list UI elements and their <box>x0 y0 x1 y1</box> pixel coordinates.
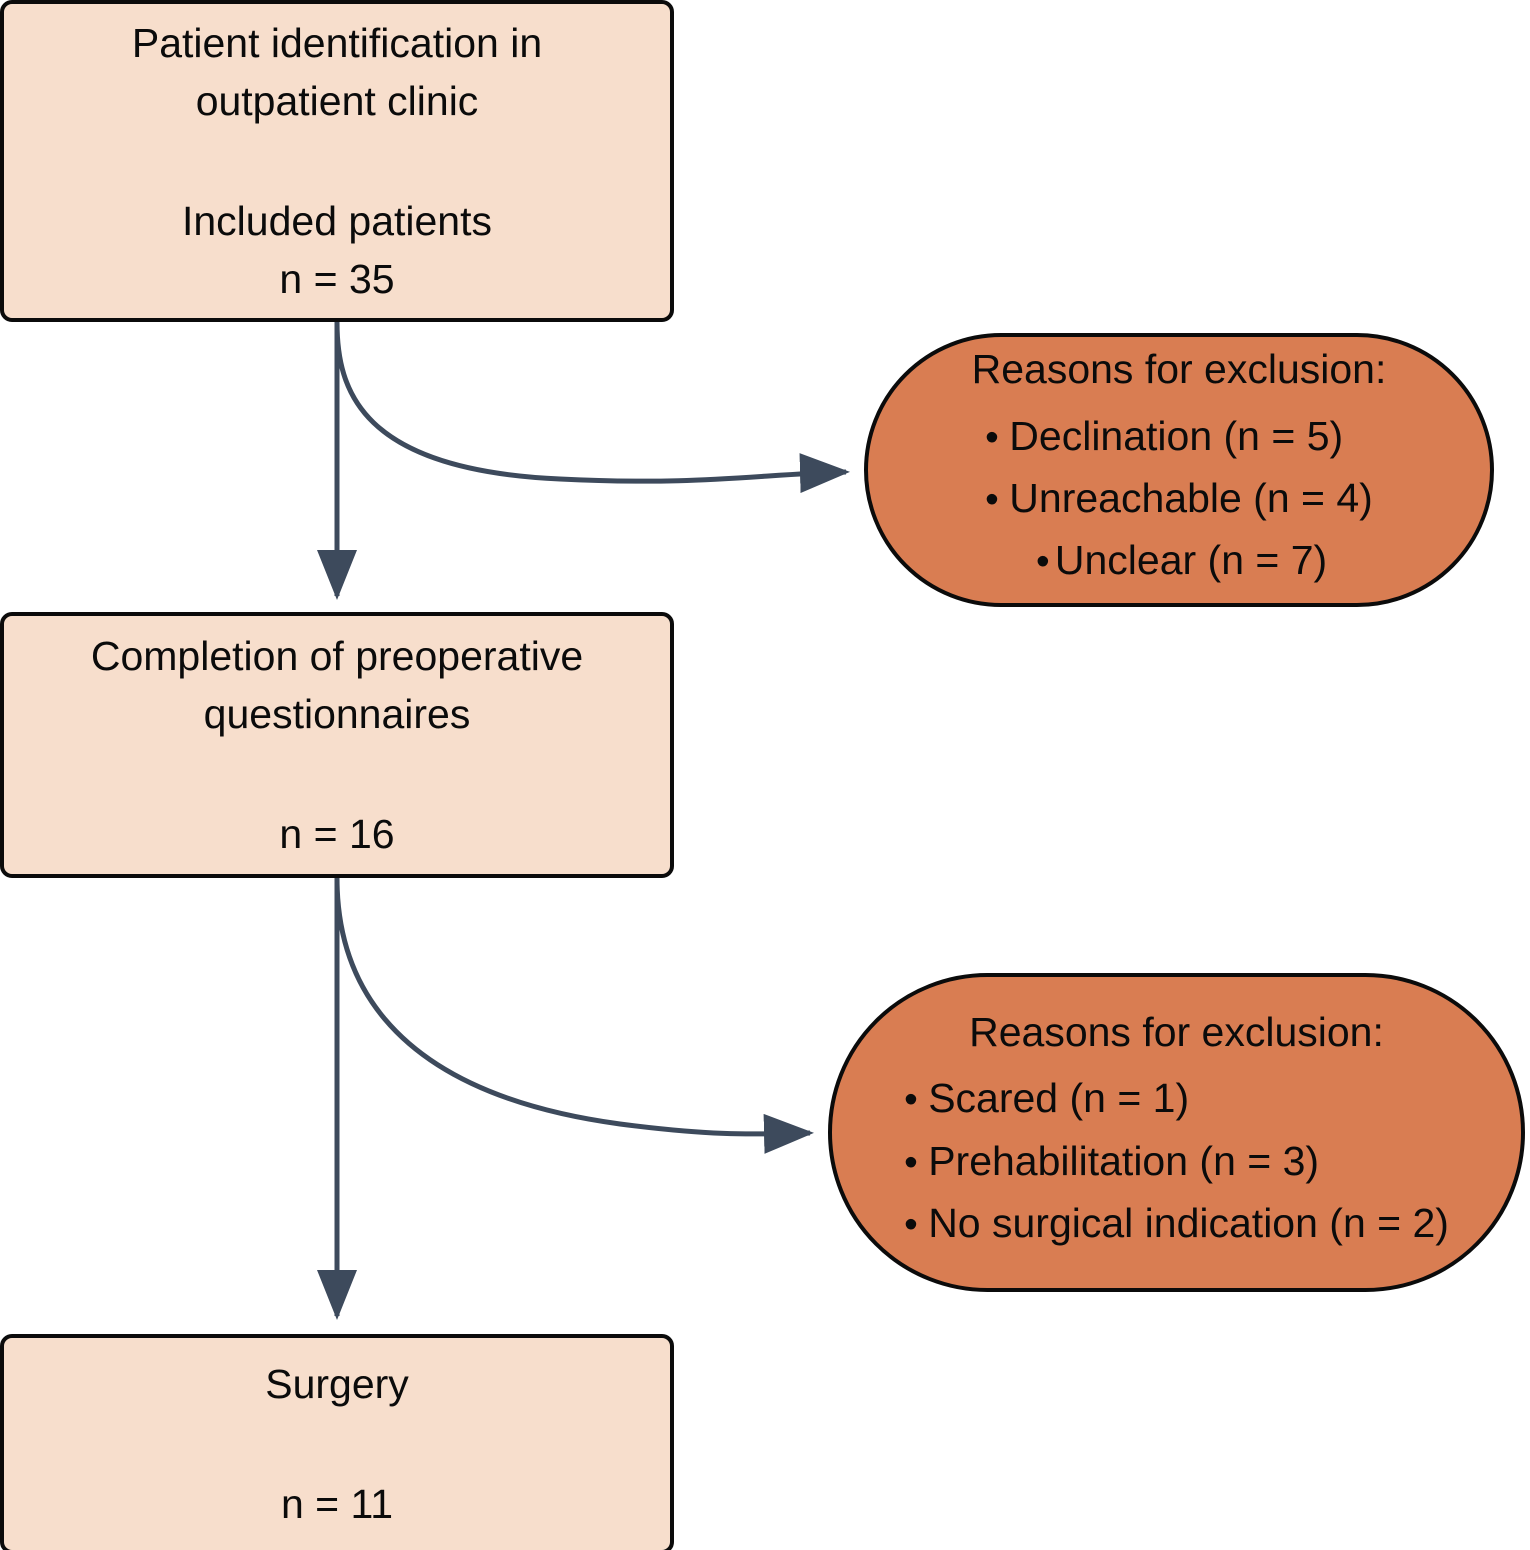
list-item: •No surgical indication (n = 2) <box>904 1197 1449 1250</box>
surgery-title: Surgery <box>265 1360 409 1407</box>
questionnaires-title-line-2: questionnaires <box>203 690 471 737</box>
bullet-icon: • <box>904 1140 918 1184</box>
identification-subtitle: Included patients <box>181 198 492 244</box>
edge-identification-to-exclusion-1 <box>334 321 850 494</box>
node-surgery[interactable]: Surgery n = 11 <box>0 1334 674 1550</box>
bullet-icon: • <box>985 478 999 521</box>
list-item-label: Scared (n = 1) <box>928 1075 1190 1122</box>
exclusion-2-heading: Reasons for exclusion: <box>969 1008 1384 1055</box>
bullet-icon: • <box>1036 540 1050 584</box>
edge-questionnaires-to-exclusion-2 <box>334 877 814 1154</box>
bullet-icon: • <box>904 1202 918 1246</box>
questionnaires-count: n = 16 <box>279 811 395 858</box>
list-item-label: No surgical indication (n = 2) <box>928 1199 1449 1246</box>
bullet-icon: • <box>904 1078 918 1122</box>
list-item-label: Unclear (n = 7) <box>1054 537 1328 584</box>
node-patient-identification[interactable]: Patient identification in outpatient cli… <box>0 0 674 322</box>
node-completion-of-questionnaires[interactable]: Completion of preoperative questionnaire… <box>0 612 674 878</box>
bullet-icon: • <box>985 415 999 459</box>
exclusion-1-inner: Reasons for exclusion: •Declination (n =… <box>972 343 1387 596</box>
exclusion-2-list: •Scared (n = 1) •Prehabilitation (n = 3)… <box>904 1063 1449 1259</box>
list-item: •Unclear (n = 7) <box>985 534 1373 587</box>
surgery-count: n = 11 <box>280 1481 394 1527</box>
exclusion-2-inner: Reasons for exclusion: •Scared (n = 1) •… <box>904 1006 1449 1259</box>
list-item: •Scared (n = 1) <box>904 1072 1449 1125</box>
list-item-label: Unreachable (n = 4) <box>1009 475 1373 521</box>
identification-title-line-1: Patient identification in <box>131 19 543 66</box>
questionnaires-title-line-1: Completion of preoperative <box>90 632 584 679</box>
list-item: •Unreachable (n = 4) <box>985 472 1373 525</box>
identification-count: n = 35 <box>279 256 395 303</box>
node-reasons-for-exclusion-1[interactable]: Reasons for exclusion: •Declination (n =… <box>864 333 1494 607</box>
exclusion-1-heading: Reasons for exclusion: <box>971 346 1387 393</box>
node-reasons-for-exclusion-2[interactable]: Reasons for exclusion: •Scared (n = 1) •… <box>828 973 1525 1292</box>
list-item-label: Declination (n = 5) <box>1009 412 1344 459</box>
list-item: •Declination (n = 5) <box>985 410 1373 463</box>
identification-title-line-2: outpatient clinic <box>195 77 479 124</box>
exclusion-1-list: •Declination (n = 5) •Unreachable (n = 4… <box>985 401 1373 597</box>
list-item: •Prehabilitation (n = 3) <box>904 1135 1449 1188</box>
list-item-label: Prehabilitation (n = 3) <box>928 1137 1320 1184</box>
